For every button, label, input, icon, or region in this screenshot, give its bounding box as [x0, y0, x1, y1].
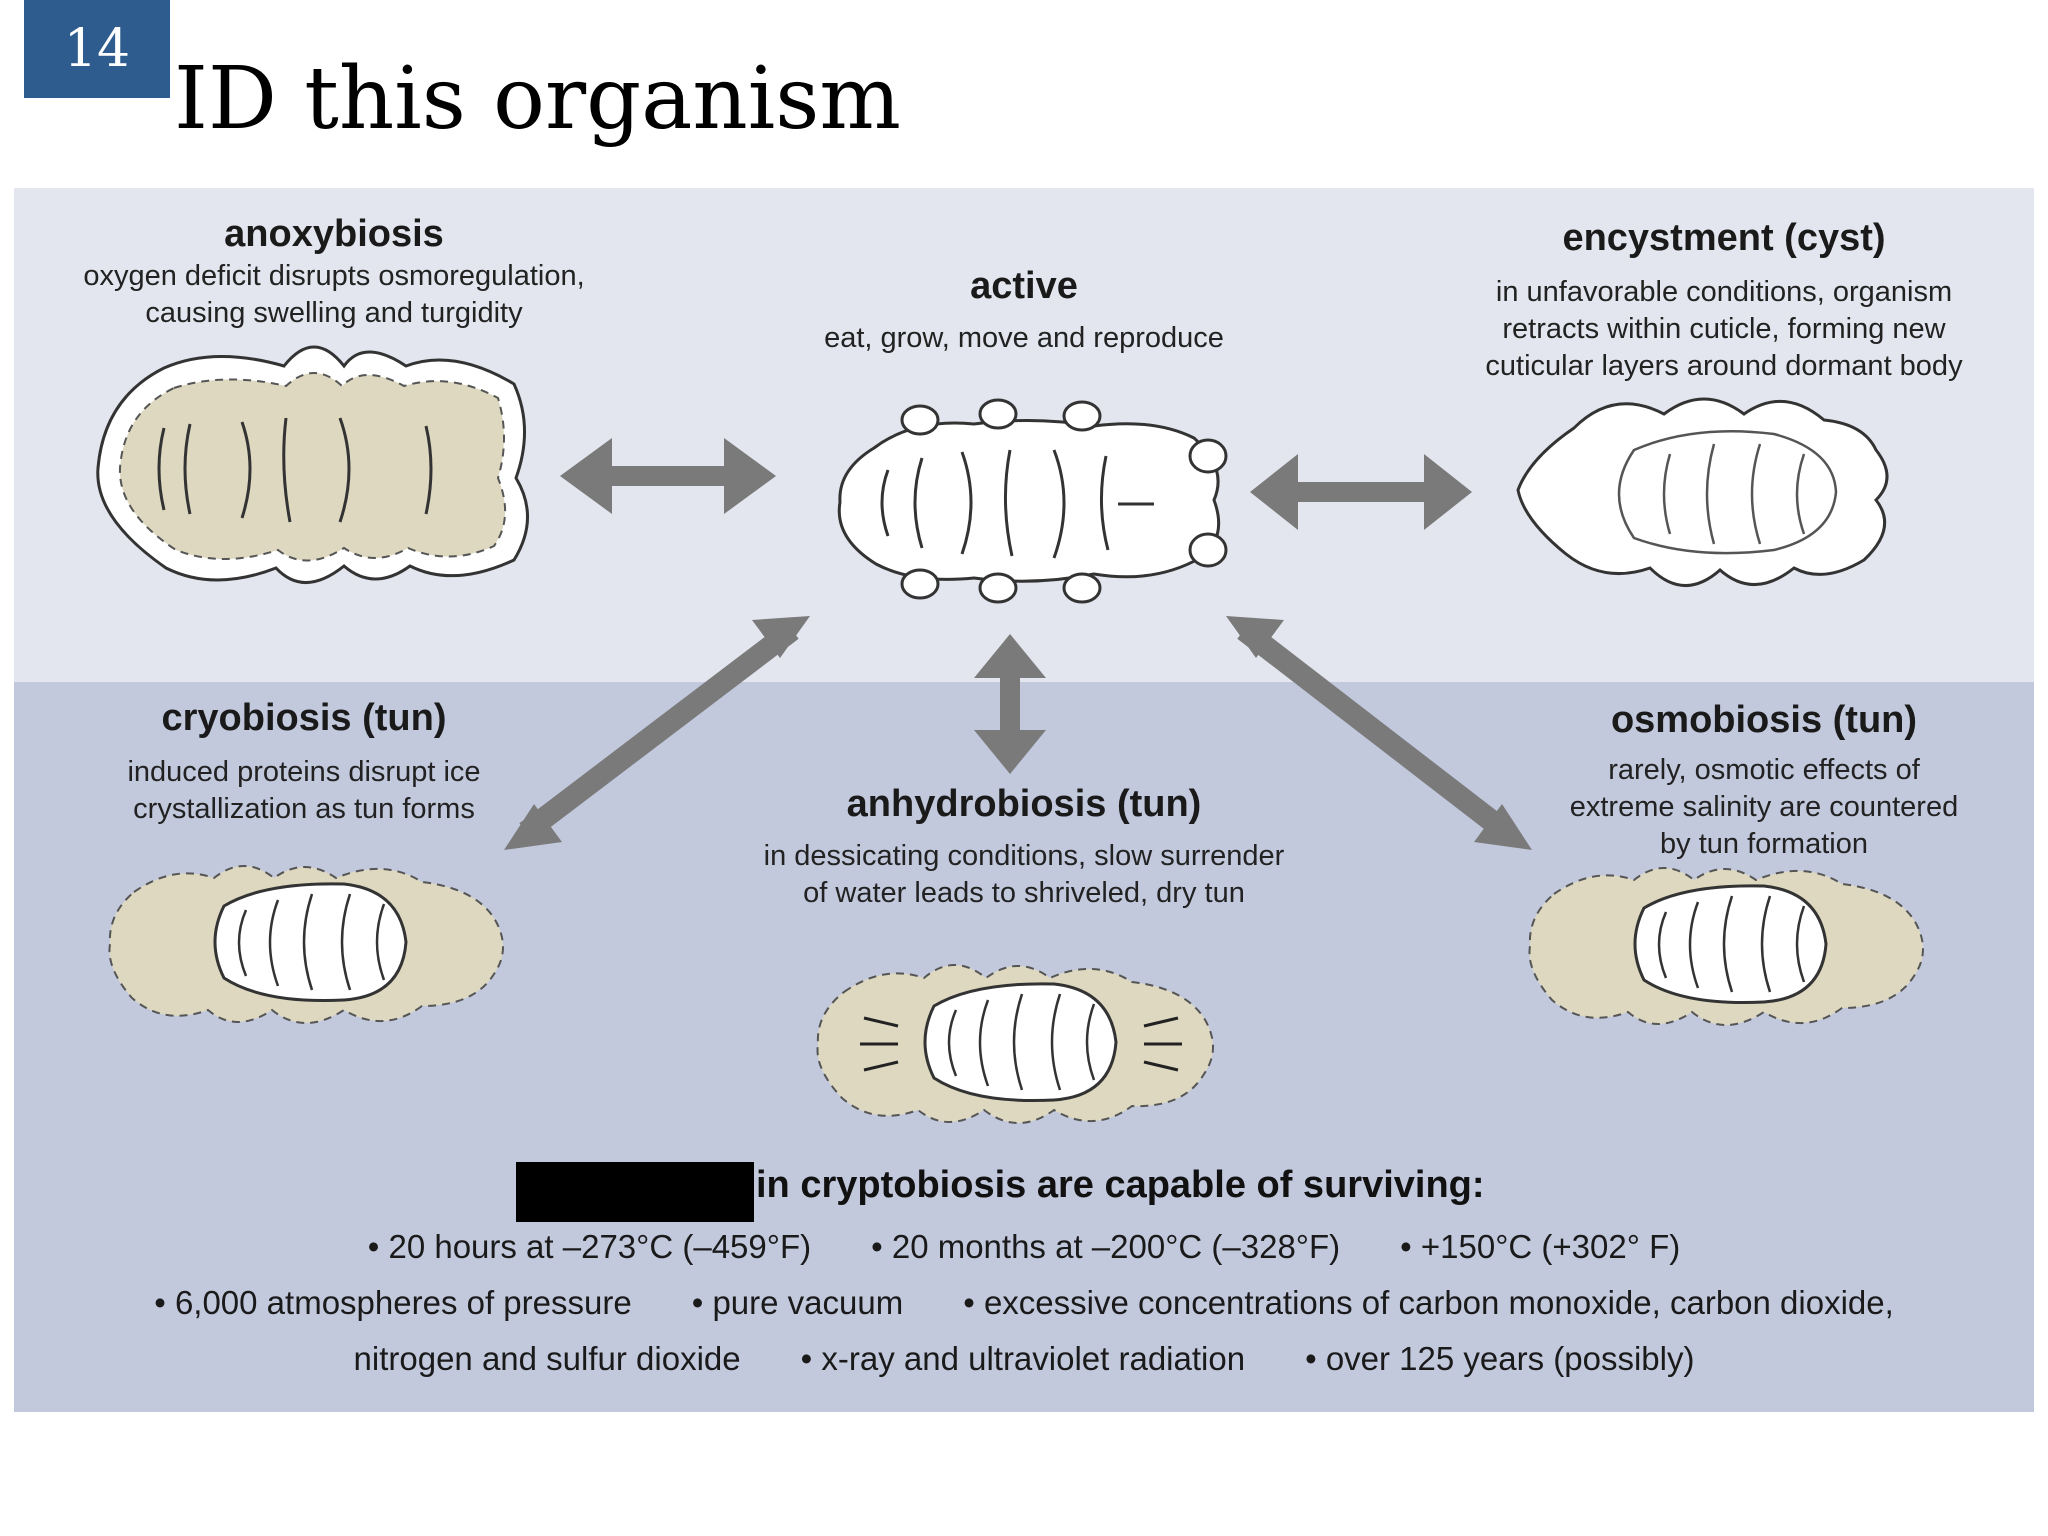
encystment-label: encystment (cyst) in unfavorable conditi…	[1434, 216, 2014, 385]
encystment-title: encystment (cyst)	[1562, 217, 1886, 259]
double-arrow-anoxy-active	[560, 438, 776, 514]
osmobiosis-desc-2: extreme salinity are countered	[1569, 790, 1959, 823]
cryobiosis-desc-2: crystallization as tun forms	[133, 792, 475, 825]
arrow-shaft-cryo	[519, 621, 799, 841]
encystment-desc-1: in unfavorable conditions, organism	[1495, 275, 1953, 308]
arrow-head-osmo-bottom	[1474, 804, 1532, 850]
arrow-head-cryo-bottom	[504, 804, 562, 850]
slide-title: ID this organism	[174, 49, 901, 149]
arrow-head-osmo-top	[1226, 616, 1284, 658]
anoxybiosis-desc-1: oxygen deficit disrupts osmoregulation,	[83, 259, 585, 292]
facts-line-1: 20 hours at –273°C (–459°F) 20 months at…	[14, 1228, 2034, 1266]
slide-number: 14	[24, 0, 170, 98]
active-desc-1: eat, grow, move and reproduce	[824, 321, 1224, 354]
encystment-desc-2: retracts within cuticle, forming new	[1502, 312, 1946, 345]
anhydrobiosis-label: anhydrobiosis (tun) in dessicating condi…	[714, 782, 1334, 912]
redaction-box	[516, 1162, 754, 1222]
osmobiosis-desc-1: rarely, osmotic effects of	[1608, 753, 1920, 786]
anoxybiosis-title: anoxybiosis	[224, 213, 444, 255]
active-label: active eat, grow, move and reproduce	[774, 264, 1274, 357]
osmobiosis-label: osmobiosis (tun) rarely, osmotic effects…	[1504, 698, 2024, 863]
encystment-desc-3: cuticular layers around dormant body	[1485, 349, 1963, 382]
cryobiosis-label: cryobiosis (tun) induced proteins disrup…	[54, 696, 554, 828]
fact-item: pure vacuum	[692, 1284, 903, 1322]
anoxybiosis-organism	[96, 345, 529, 584]
double-arrow-active-cyst	[1250, 454, 1472, 530]
arrow-shaft-osmo	[1237, 621, 1513, 841]
osmobiosis-desc-3: by tun formation	[1660, 827, 1868, 860]
facts-line-2: 6,000 atmospheres of pressure pure vacuu…	[14, 1284, 2034, 1322]
fact-item-continued: nitrogen and sulfur dioxide	[353, 1340, 741, 1377]
cyst-organism	[1516, 397, 1889, 587]
fact-item: 20 months at –200°C (–328°F)	[871, 1228, 1340, 1266]
fact-item: excessive concentrations of carbon monox…	[963, 1284, 1894, 1322]
anoxybiosis-label: anoxybiosis oxygen deficit disrupts osmo…	[34, 212, 634, 332]
facts-title: in cryptobiosis are capable of surviving…	[756, 1164, 1485, 1206]
fact-item: 20 hours at –273°C (–459°F)	[368, 1228, 811, 1266]
fact-item: x-ray and ultraviolet radiation	[801, 1340, 1245, 1378]
anhydrobiosis-desc-2: of water leads to shriveled, dry tun	[803, 876, 1245, 909]
anhydrobiosis-tun	[816, 964, 1214, 1124]
osmobiosis-tun	[1528, 867, 1924, 1026]
arrow-head-cryo-top	[752, 616, 810, 658]
anhydrobiosis-desc-1: in dessicating conditions, slow surrende…	[763, 839, 1285, 872]
osmobiosis-title: osmobiosis (tun)	[1610, 699, 1918, 741]
double-arrow-active-anhydro	[974, 634, 1046, 774]
diagram-graphics	[14, 188, 2034, 1412]
cryobiosis-desc-1: induced proteins disrupt ice	[127, 755, 481, 788]
anhydrobiosis-title: anhydrobiosis (tun)	[846, 783, 1202, 825]
anoxybiosis-desc-2: causing swelling and turgidity	[145, 296, 523, 329]
cryobiosis-tun	[108, 865, 504, 1024]
facts-line-3: nitrogen and sulfur dioxide x-ray and ul…	[14, 1340, 2034, 1378]
fact-item: +150°C (+302° F)	[1400, 1228, 1680, 1266]
fact-item: 6,000 atmospheres of pressure	[154, 1284, 632, 1322]
cryobiosis-title: cryobiosis (tun)	[161, 697, 447, 739]
active-title: active	[970, 265, 1078, 307]
fact-item: over 125 years (possibly)	[1305, 1340, 1695, 1378]
cryptobiosis-diagram: anoxybiosis oxygen deficit disrupts osmo…	[14, 188, 2034, 1412]
active-organism	[837, 398, 1228, 604]
